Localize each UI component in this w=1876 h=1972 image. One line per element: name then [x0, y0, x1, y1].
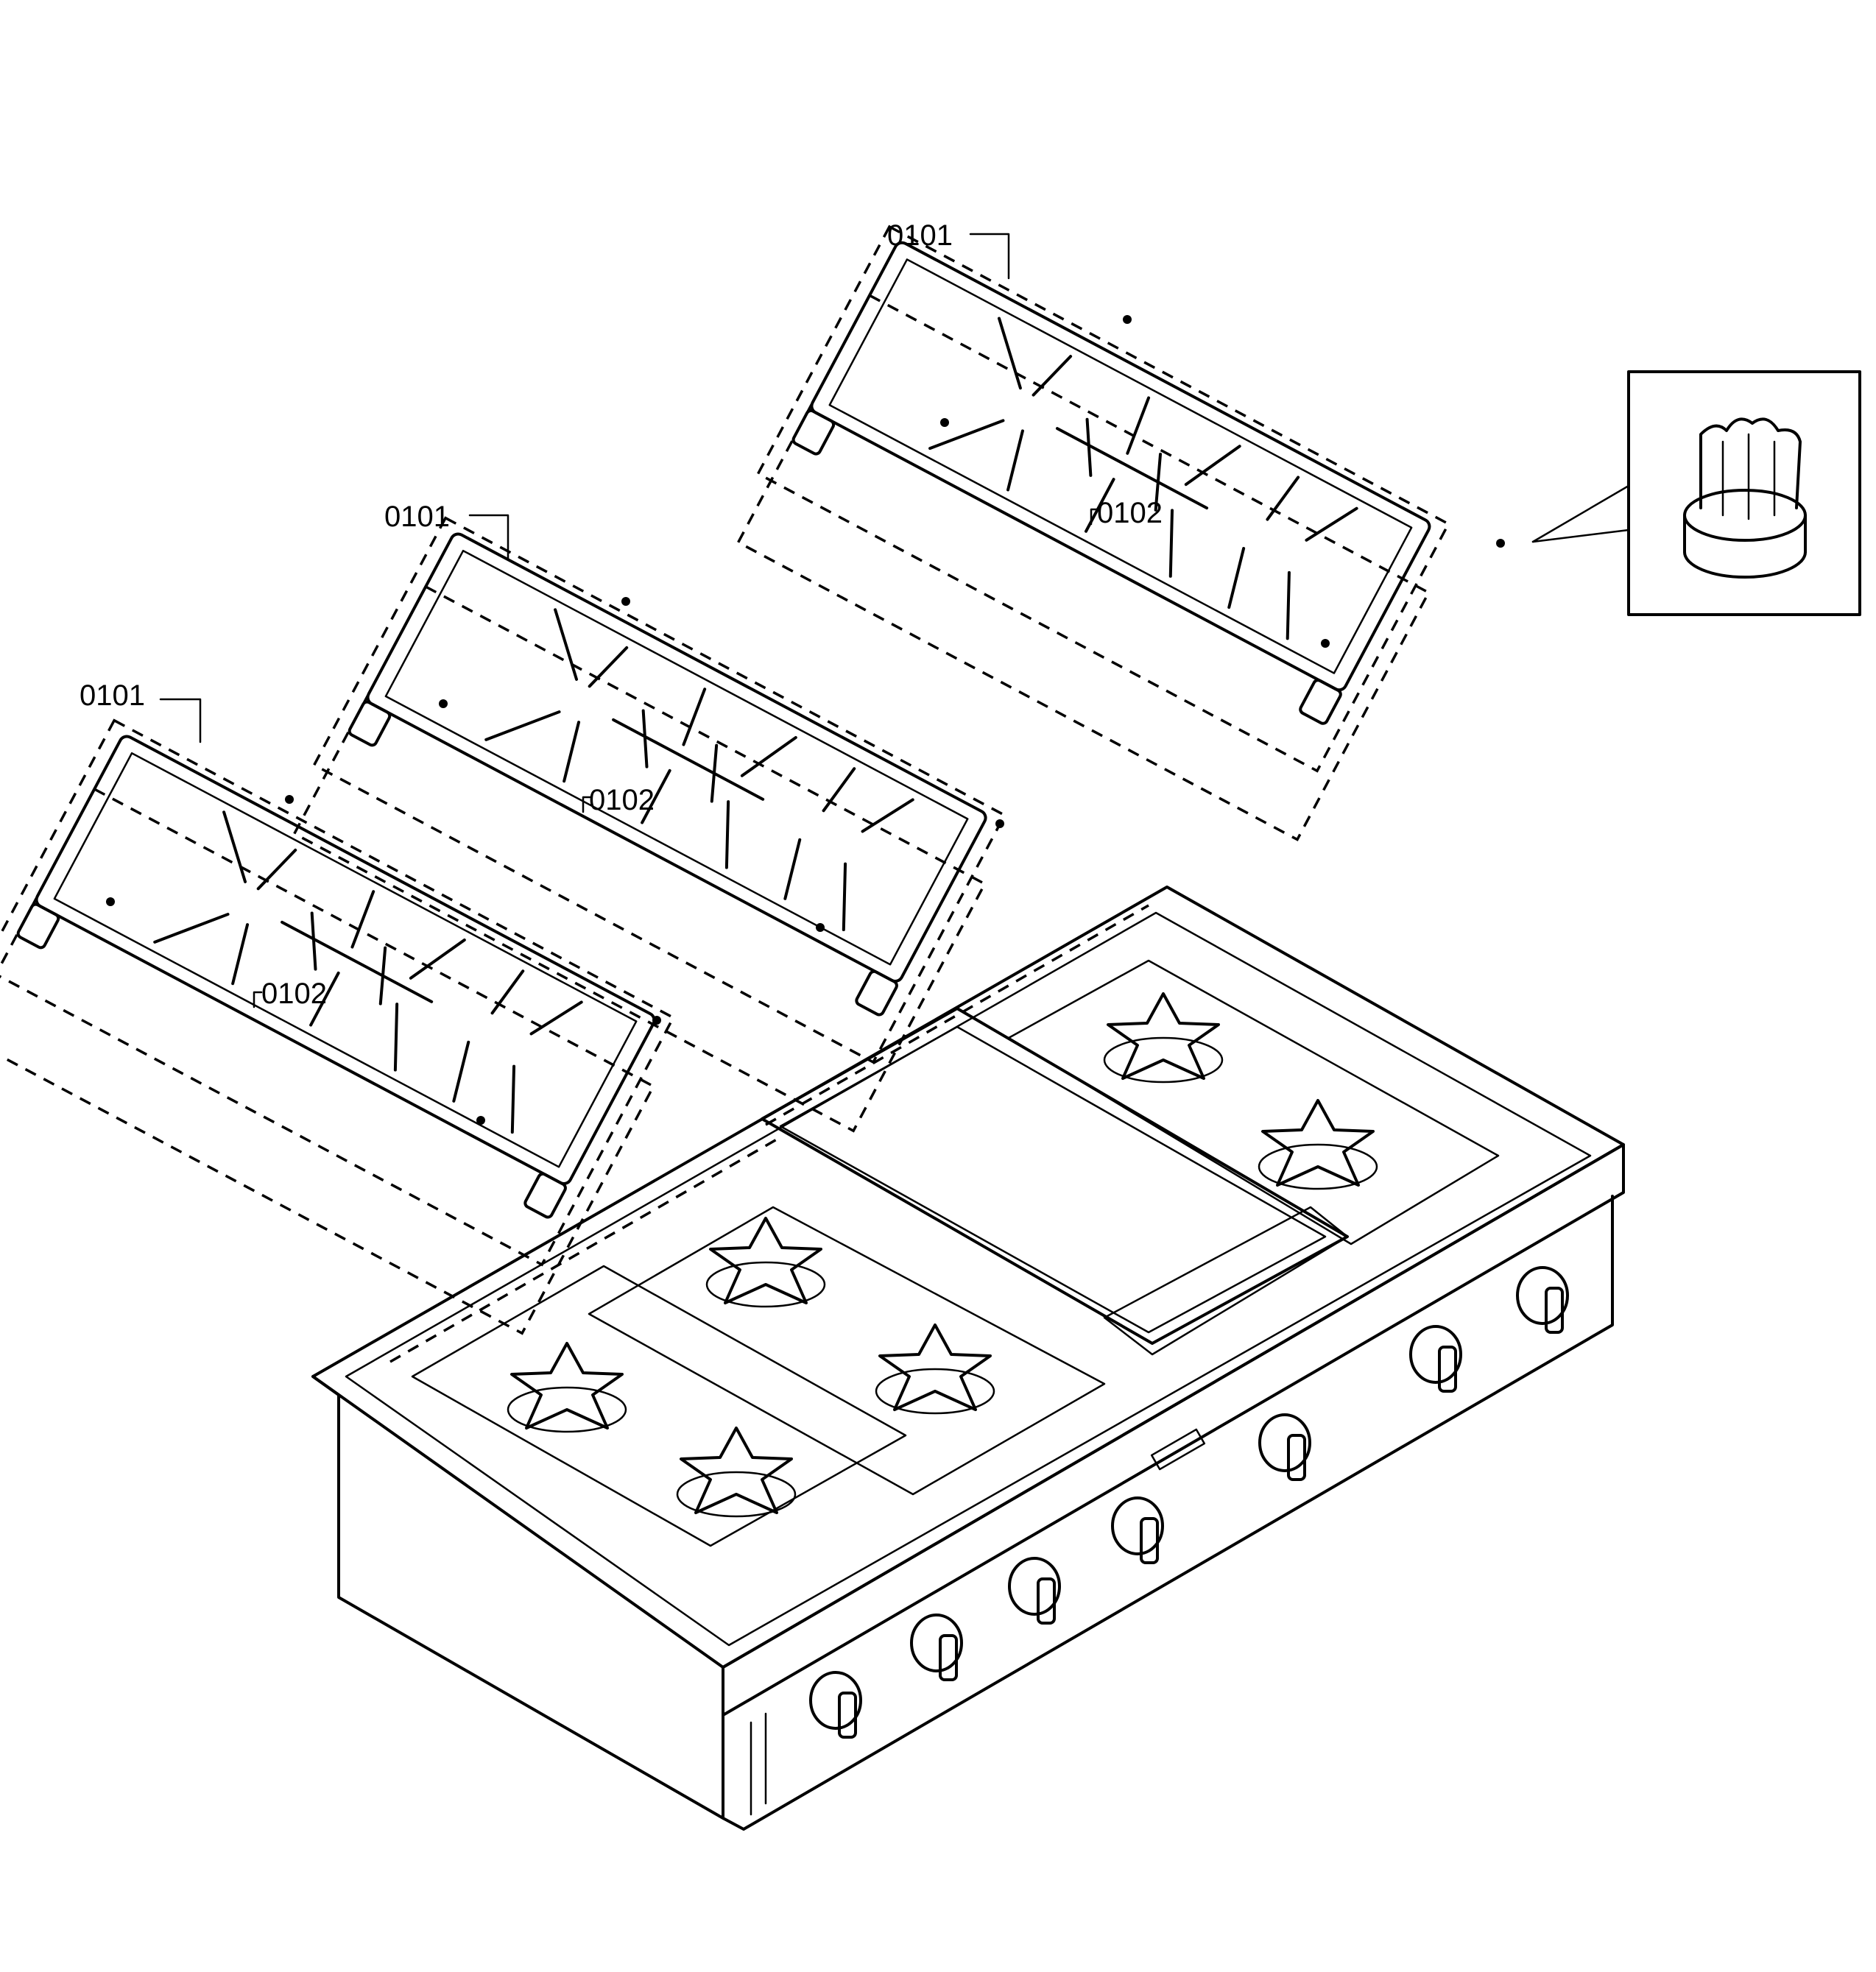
cooktop-body — [311, 886, 1625, 1831]
burner-icon — [507, 1342, 627, 1433]
burner-icon — [1258, 1099, 1378, 1190]
foot-callout-middle: 0102 — [589, 784, 655, 816]
foot-icon — [995, 819, 1004, 828]
rubber-foot-icon — [1683, 417, 1807, 579]
foot-icon — [940, 418, 949, 427]
leader-line — [969, 233, 1010, 280]
burner-icon — [875, 1323, 995, 1415]
grate-left-feet — [106, 795, 661, 1125]
knob-icon — [1258, 1413, 1311, 1481]
burner-icon — [705, 1217, 826, 1308]
foot-callout-left: 0102 — [261, 978, 327, 1010]
grate-middle — [292, 516, 1006, 1133]
foot-icon — [1321, 639, 1330, 648]
grate-callout-middle: 0101 — [384, 501, 450, 533]
leader-line — [253, 991, 263, 1008]
grate-callout-left: 0101 — [80, 679, 145, 712]
leader-line — [1090, 508, 1100, 526]
foot-icon — [652, 1016, 661, 1025]
grate-left — [0, 718, 675, 1335]
foot-icon — [816, 923, 825, 932]
knob-icon — [1111, 1496, 1164, 1564]
foot-icon — [106, 897, 115, 906]
foot-callout-top-right: 0102 — [1097, 497, 1163, 529]
knob-icon — [910, 1614, 963, 1681]
foot-icon — [439, 699, 448, 708]
knob-icon — [809, 1671, 862, 1739]
grate-top-right — [736, 225, 1450, 841]
foot-icon — [476, 1116, 485, 1125]
brand-badge — [1150, 1428, 1206, 1471]
grate-callout-top-right: 0101 — [887, 219, 953, 252]
foot-detail-inset — [1531, 370, 1861, 616]
grate-top-right-feet — [940, 315, 1505, 648]
knob-icon — [1008, 1557, 1061, 1625]
foot-icon — [1123, 315, 1132, 324]
knob-icon — [1516, 1266, 1569, 1334]
leader-line — [582, 796, 592, 813]
foot-icon — [285, 795, 294, 804]
grate-middle-feet — [439, 597, 1004, 932]
foot-icon — [621, 597, 630, 606]
leader-line — [159, 698, 202, 743]
leader-line — [468, 514, 509, 561]
knob-icon — [1409, 1325, 1462, 1393]
burner-icon — [676, 1427, 797, 1518]
foot-icon — [1496, 539, 1505, 548]
burner-icon — [1103, 992, 1224, 1084]
